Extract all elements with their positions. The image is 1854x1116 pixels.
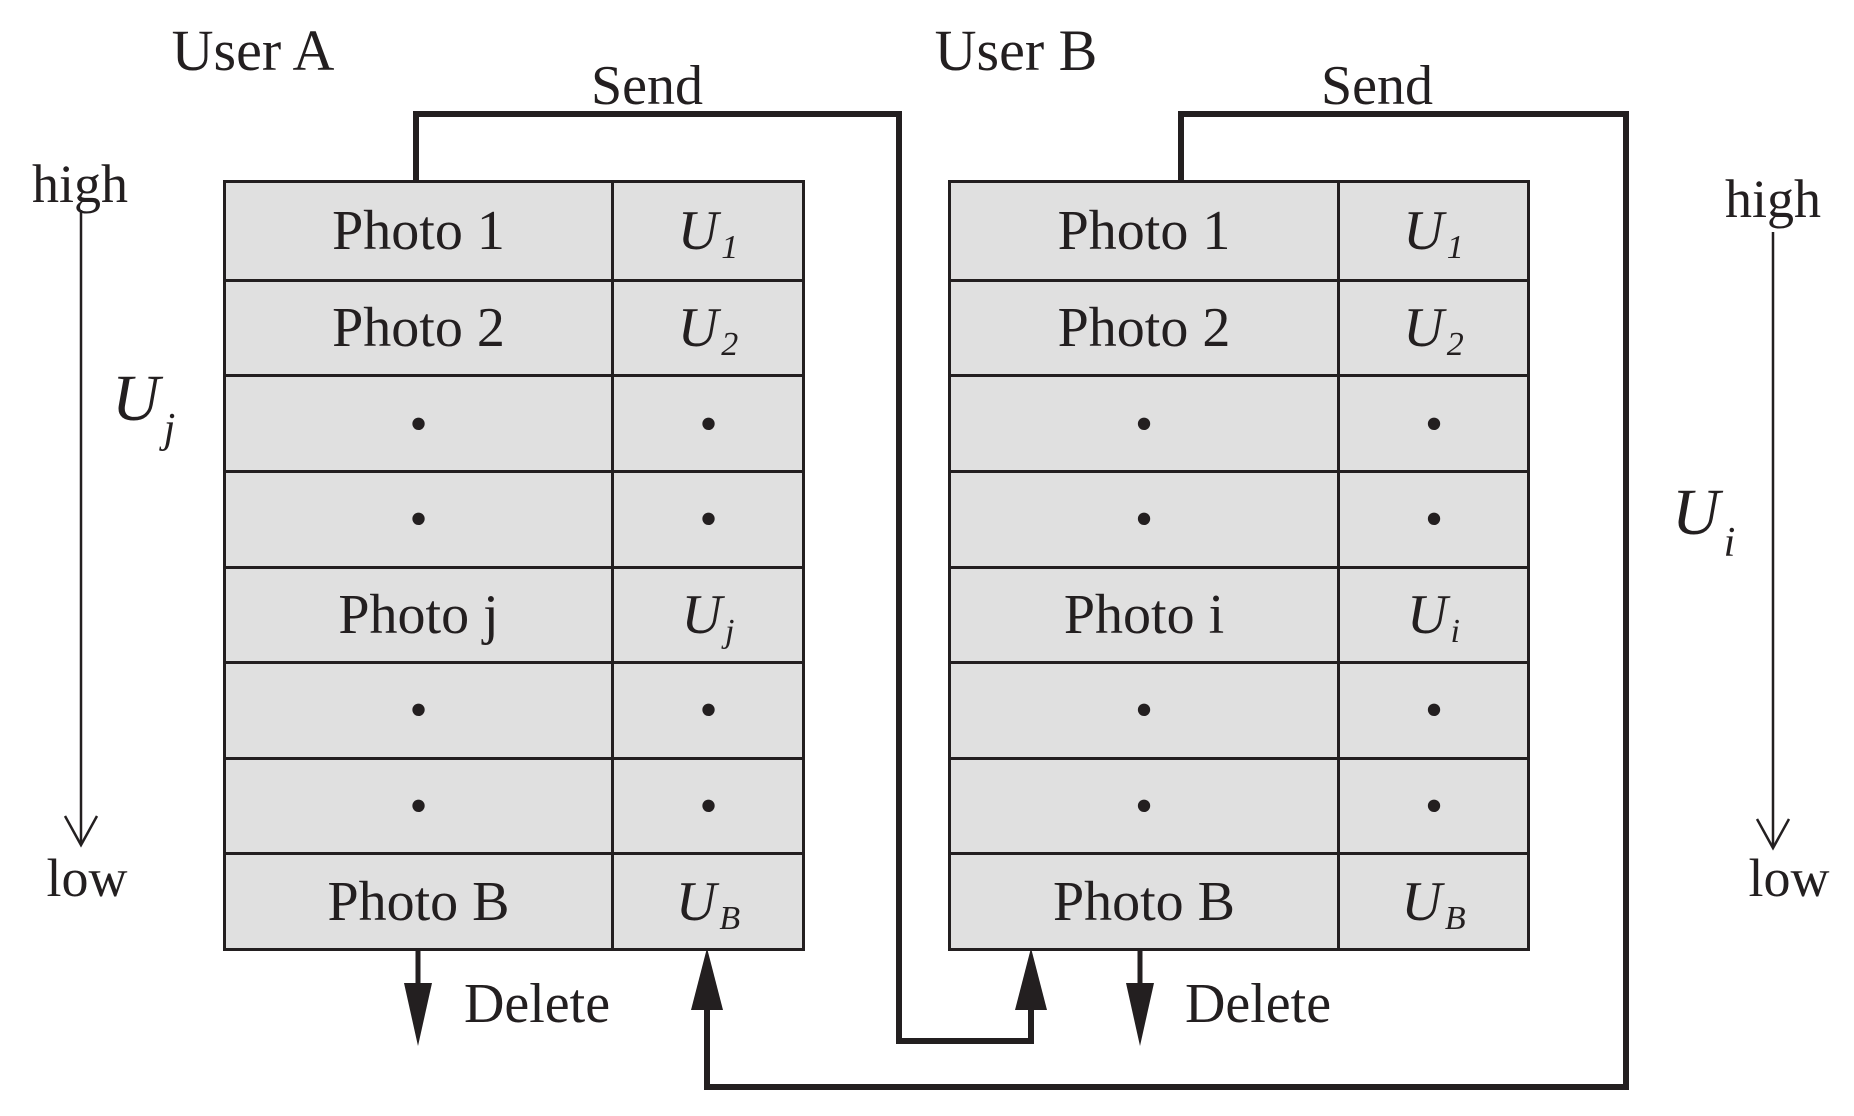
utility-axis-label-right: Ui [1672,476,1736,566]
send-a-to-b-arrowhead-icon [1015,948,1047,1010]
ellipsis-cell: · [1337,472,1527,566]
ellipsis-cell: · [611,377,802,470]
table-row: · · [951,756,1527,853]
delete-b-arrowhead-icon [1126,983,1154,1046]
user-b-title: User B [934,18,1098,83]
ellipsis-cell: · [951,664,1337,757]
ellipsis-cell: · [1337,759,1527,853]
priority-low-label-left: low [46,848,128,908]
photo-label-cell: Photo B [951,855,1337,948]
table-row: · · [226,756,802,853]
user-a-title: User A [171,18,335,83]
priority-axis-left-arrowhead-icon [63,815,99,848]
ellipsis-cell: · [1337,377,1527,470]
ellipsis-cell: · [611,759,802,853]
ellipsis-cell: · [951,472,1337,566]
send-path-a-to-b [413,111,1034,1044]
table-row: · · [226,374,802,470]
delete-label-a: Delete [463,973,611,1035]
table-row: · · [226,469,802,566]
photo-label-cell: Photo i [951,568,1337,662]
photo-label-cell: Photo j [226,568,611,662]
photo-label-cell: Photo B [226,855,611,948]
photo-label-cell: Photo 2 [951,281,1337,375]
photo-label-cell: Photo 1 [226,183,611,279]
send-b-to-a-arrowhead-icon [691,948,723,1010]
ellipsis-cell: · [226,472,611,566]
ellipsis-cell: · [226,759,611,853]
delete-label-b: Delete [1184,973,1332,1035]
ellipsis-cell: · [611,472,802,566]
table-row: · · [951,661,1527,757]
send-label-b: Send [1321,55,1433,117]
ellipsis-cell: · [951,377,1337,470]
priority-low-label-right: low [1748,848,1830,908]
ellipsis-cell: · [611,664,802,757]
photo-label-cell: Photo 1 [951,183,1337,279]
table-row: · · [951,374,1527,470]
priority-axis-right-arrowhead-icon [1755,818,1791,851]
ellipsis-cell: · [1337,664,1527,757]
utility-axis-label-left: Uj [112,362,176,452]
table-row: · · [951,469,1527,566]
ellipsis-cell: · [226,377,611,470]
table-row: · · [226,661,802,757]
photo-label-cell: Photo 2 [226,281,611,375]
ellipsis-cell: · [226,664,611,757]
send-path-b-to-a [704,111,1629,1090]
ellipsis-cell: · [951,759,1337,853]
priority-high-label-left: high [31,154,129,214]
priority-high-label-right: high [1724,169,1822,229]
send-label-a: Send [591,55,703,117]
delete-a-arrowhead-icon [404,983,432,1046]
